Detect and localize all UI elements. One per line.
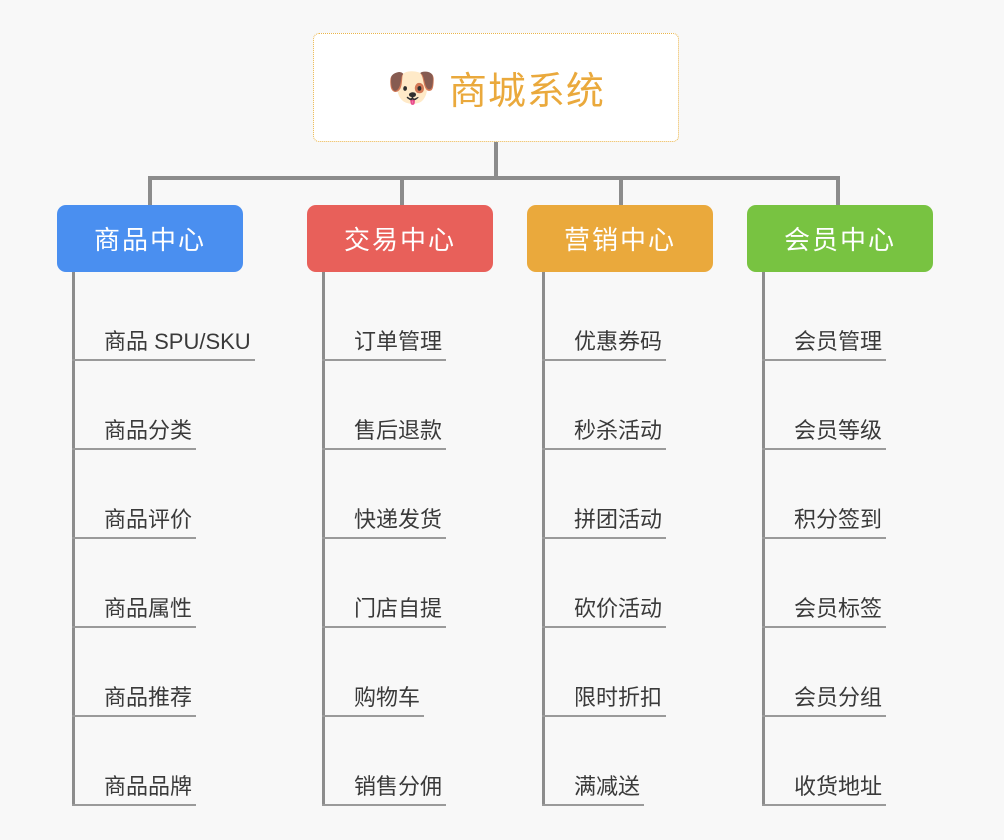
column-trunk-line-3 (762, 272, 765, 806)
leaf-item-label: 积分签到 (762, 507, 887, 539)
branch-drop-connector-3 (836, 176, 840, 207)
leaf-list-2: 优惠券码秒杀活动拼团活动砍价活动限时折扣满减送 (542, 272, 667, 806)
category-header-1[interactable]: 交易中心 (307, 205, 493, 272)
category-column-1: 交易中心订单管理售后退款快递发货门店自提购物车销售分佣 (307, 205, 493, 806)
branch-drop-connector-2 (619, 176, 623, 207)
leaf-item[interactable]: 会员分组 (762, 628, 887, 717)
leaf-item-label: 会员标签 (762, 596, 887, 628)
leaf-item[interactable]: 快递发货 (322, 450, 447, 539)
leaf-item-label: 会员等级 (762, 418, 887, 450)
leaf-item-label: 商品品牌 (72, 774, 197, 806)
category-column-3: 会员中心会员管理会员等级积分签到会员标签会员分组收货地址 (747, 205, 933, 806)
root-node[interactable]: 🐶 商城系统 (313, 33, 679, 142)
leaf-item-label: 限时折扣 (542, 685, 667, 717)
branch-drop-connector-1 (400, 176, 404, 207)
category-header-label: 商品中心 (93, 225, 206, 255)
category-header-0[interactable]: 商品中心 (57, 205, 243, 272)
leaf-item-label: 销售分佣 (322, 774, 447, 806)
leaf-item-label: 商品评价 (72, 507, 197, 539)
leaf-list-3: 会员管理会员等级积分签到会员标签会员分组收货地址 (762, 272, 887, 806)
leaf-list-0: 商品 SPU/SKU 商品分类商品评价商品属性商品推荐商品品牌 (72, 272, 255, 806)
column-trunk-line-0 (72, 272, 75, 806)
leaf-item-label: 会员分组 (762, 685, 887, 717)
leaf-item[interactable]: 购物车 (322, 628, 446, 717)
leaf-item[interactable]: 砍价活动 (542, 539, 667, 628)
leaf-item-label: 售后退款 (322, 418, 447, 450)
leaf-item[interactable]: 满减送 (542, 717, 666, 806)
category-header-3[interactable]: 会员中心 (747, 205, 933, 272)
category-header-label: 营销中心 (563, 225, 676, 255)
leaf-item-label: 商品分类 (72, 418, 197, 450)
leaf-item[interactable]: 秒杀活动 (542, 361, 667, 450)
leaf-item[interactable]: 商品推荐 (72, 628, 255, 717)
leaf-item[interactable]: 优惠券码 (542, 272, 667, 361)
leaf-item-label: 砍价活动 (542, 596, 667, 628)
leaf-item-label: 订单管理 (322, 329, 447, 361)
leaf-item-label: 拼团活动 (542, 507, 667, 539)
leaf-item[interactable]: 收货地址 (762, 717, 887, 806)
category-column-2: 营销中心优惠券码秒杀活动拼团活动砍价活动限时折扣满减送 (527, 205, 713, 806)
shiba-dog-emoji: 🐶 (387, 65, 437, 110)
root-title: 商城系统 (448, 71, 605, 113)
leaf-item-label: 快递发货 (322, 507, 447, 539)
leaf-item[interactable]: 商品品牌 (72, 717, 255, 806)
root-stem-connector (494, 142, 498, 179)
column-trunk-line-1 (322, 272, 325, 806)
column-trunk-line-2 (542, 272, 545, 806)
leaf-item-label: 会员管理 (762, 329, 887, 361)
leaf-item[interactable]: 会员等级 (762, 361, 887, 450)
leaf-list-1: 订单管理售后退款快递发货门店自提购物车销售分佣 (322, 272, 447, 806)
leaf-item-label: 商品 SPU/SKU (72, 329, 255, 361)
leaf-item[interactable]: 订单管理 (322, 272, 447, 361)
category-header-label: 会员中心 (783, 225, 896, 255)
leaf-item-label: 商品推荐 (72, 685, 197, 717)
branch-drop-connector-0 (148, 176, 152, 207)
leaf-item-label: 门店自提 (322, 596, 447, 628)
leaf-item[interactable]: 商品分类 (72, 361, 255, 450)
leaf-item[interactable]: 售后退款 (322, 361, 447, 450)
category-header-label: 交易中心 (343, 225, 456, 255)
leaf-item-label: 秒杀活动 (542, 418, 667, 450)
leaf-item-label: 购物车 (322, 685, 425, 717)
leaf-item[interactable]: 销售分佣 (322, 717, 447, 806)
leaf-item[interactable]: 商品评价 (72, 450, 255, 539)
leaf-item[interactable]: 门店自提 (322, 539, 447, 628)
leaf-item[interactable]: 会员标签 (762, 539, 887, 628)
leaf-item[interactable]: 商品属性 (72, 539, 255, 628)
category-header-2[interactable]: 营销中心 (527, 205, 713, 272)
leaf-item-label: 商品属性 (72, 596, 197, 628)
category-column-0: 商品中心商品 SPU/SKU 商品分类商品评价商品属性商品推荐商品品牌 (57, 205, 255, 806)
leaf-item[interactable]: 会员管理 (762, 272, 887, 361)
leaf-item-label: 收货地址 (762, 774, 887, 806)
leaf-item[interactable]: 商品 SPU/SKU (72, 272, 255, 361)
horizontal-bus-connector (150, 176, 840, 180)
leaf-item[interactable]: 拼团活动 (542, 450, 667, 539)
leaf-item-label: 优惠券码 (542, 329, 667, 361)
leaf-item-label: 满减送 (542, 774, 645, 806)
leaf-item[interactable]: 积分签到 (762, 450, 887, 539)
leaf-item[interactable]: 限时折扣 (542, 628, 667, 717)
